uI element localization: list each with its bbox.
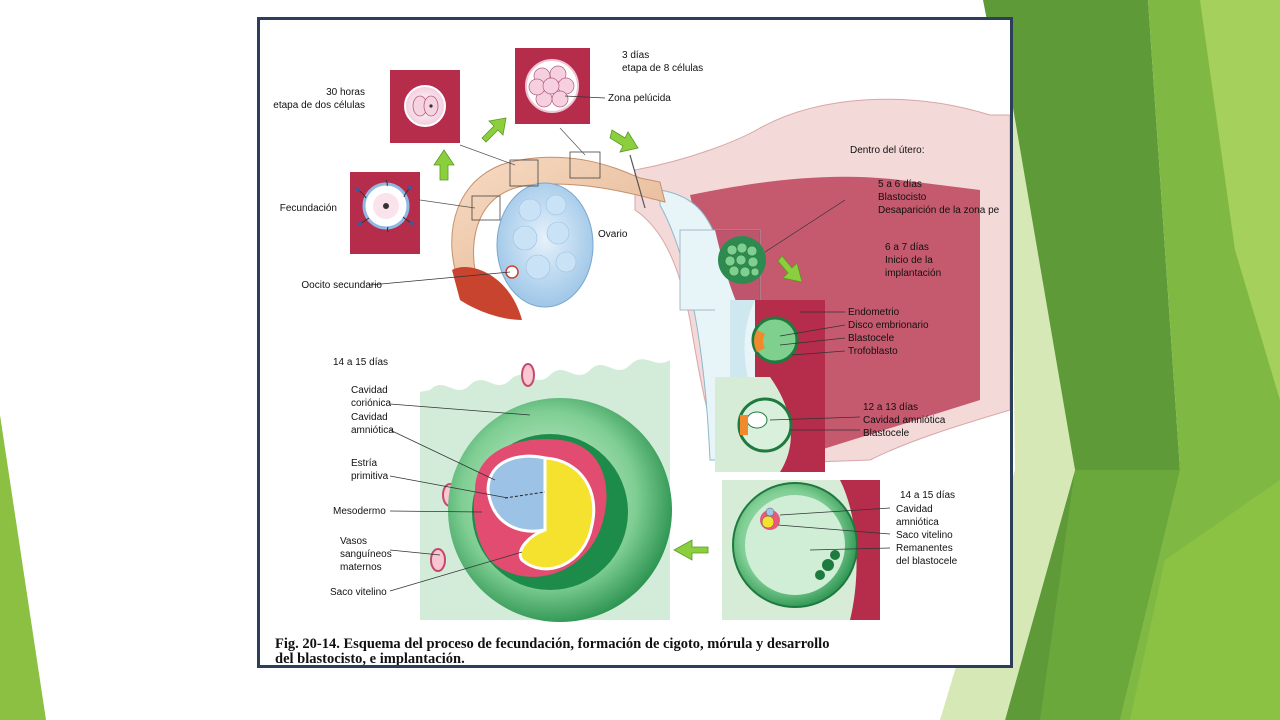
label-estria: Estría — [351, 458, 378, 469]
label-vasos: Vasos — [340, 536, 367, 547]
label-mesodermo: Mesodermo — [333, 506, 386, 517]
label-remanentes: Remanentes — [896, 543, 953, 554]
label-zona-pelucida: Zona pelúcida — [608, 93, 671, 104]
label-fecundacion: Fecundación — [280, 203, 337, 214]
label-blastocele-2: Blastocele — [863, 428, 910, 439]
label-oocito: Oocito secundario — [301, 280, 382, 291]
label-trofoblasto: Trofoblasto — [848, 346, 898, 357]
label-30-horas: 30 horas — [326, 87, 365, 98]
label-endometrio: Endometrio — [848, 307, 900, 318]
panel-fecundation — [350, 172, 420, 254]
zoom-marker-1 — [471, 195, 501, 221]
label-blastocisto: Blastocisto — [878, 192, 927, 203]
label-disco-embrionario: Disco embrionario — [848, 320, 929, 331]
label-saco-vitelino-left: Saco vitelino — [330, 587, 387, 598]
label-cavidad: Cavidad — [351, 385, 388, 396]
fallopian-tube — [451, 156, 666, 286]
figure-caption-line1: Fig. 20-14. Esquema del proceso de fecun… — [275, 636, 829, 652]
zoom-marker-2 — [509, 159, 539, 187]
oocyte-on-ovary — [505, 265, 519, 279]
label-inicio: Inicio de la — [885, 255, 933, 266]
panel-implantation — [715, 300, 825, 386]
label-cavidad-2: Cavidad — [351, 412, 388, 423]
blastocyst-cells — [724, 242, 760, 278]
fertilization-diagram: 3 días etapa de 8 células 30 horas etapa… — [273, 48, 1010, 665]
right-facet-pale — [940, 90, 1075, 720]
label-14-15-dias-left: 14 a 15 días — [333, 357, 388, 368]
label-saco-vitelino-right: Saco vitelino — [896, 530, 953, 541]
left-green-wedge — [0, 415, 46, 720]
arrow-icon — [777, 255, 803, 283]
label-blastocele: Blastocele — [848, 333, 895, 344]
label-cavidad-amniotica: Cavidad amniótica — [863, 415, 946, 426]
leader-line — [629, 154, 646, 209]
panel-14-15-small — [722, 480, 880, 620]
arrow-icon — [673, 539, 709, 561]
leader-line — [559, 127, 586, 156]
label-etapa-8: etapa de 8 células — [622, 63, 703, 74]
leader-line — [459, 144, 516, 166]
leader-line — [419, 199, 476, 209]
caption-line2: del blastocisto, e implantación. — [275, 651, 465, 665]
label-desaparicion: Desaparición de la zona pe — [878, 205, 1000, 216]
figure-frame: 3 días etapa de 8 células 30 horas etapa… — [257, 17, 1013, 668]
caption-line1: Esquema del proceso de fecundación, form… — [340, 636, 830, 652]
label-ovario: Ovario — [598, 229, 628, 240]
label-del-blastocele: del blastocele — [896, 556, 958, 567]
arrow-icon — [481, 117, 507, 143]
label-maternos: maternos — [340, 562, 382, 573]
label-12-13-dias: 12 a 13 días — [863, 402, 918, 413]
label-dentro-utero: Dentro del útero: — [850, 145, 925, 156]
label-5-6-dias: 5 a 6 días — [878, 179, 922, 190]
panel-eight-cells — [515, 48, 590, 124]
right-facet-highlight — [1130, 480, 1280, 720]
right-facet-shade — [1040, 470, 1180, 720]
label-cavidad-right: Cavidad — [896, 504, 933, 515]
label-amniotica-right: amniótica — [896, 517, 939, 528]
caption-prefix: Fig. 20-14. — [275, 636, 340, 652]
label-6-7-dias: 6 a 7 días — [885, 242, 929, 253]
label-primitiva: primitiva — [351, 471, 389, 482]
label-leader-lines — [369, 95, 891, 592]
panel-12-13-days — [715, 377, 825, 472]
label-14-15-dias-right: 14 a 15 días — [900, 490, 955, 501]
panel-14-15-large — [420, 338, 672, 622]
arrow-icon — [609, 129, 639, 153]
label-sanguineos: sanguíneos — [340, 549, 392, 560]
ovary — [496, 182, 594, 308]
label-etapa-2: etapa de dos células — [273, 100, 365, 111]
right-facet-light — [1200, 0, 1280, 400]
label-3-dias: 3 días — [622, 50, 649, 61]
arrow-icon — [433, 149, 455, 181]
label-amniotica: amniótica — [351, 425, 394, 436]
panel-two-cells — [390, 70, 460, 143]
zoom-marker-3 — [569, 151, 601, 179]
tube-funnel — [452, 267, 522, 320]
label-corionica: coriónica — [351, 398, 391, 409]
label-implantacion: implantación — [885, 268, 941, 279]
ovary-follicles — [512, 194, 577, 280]
